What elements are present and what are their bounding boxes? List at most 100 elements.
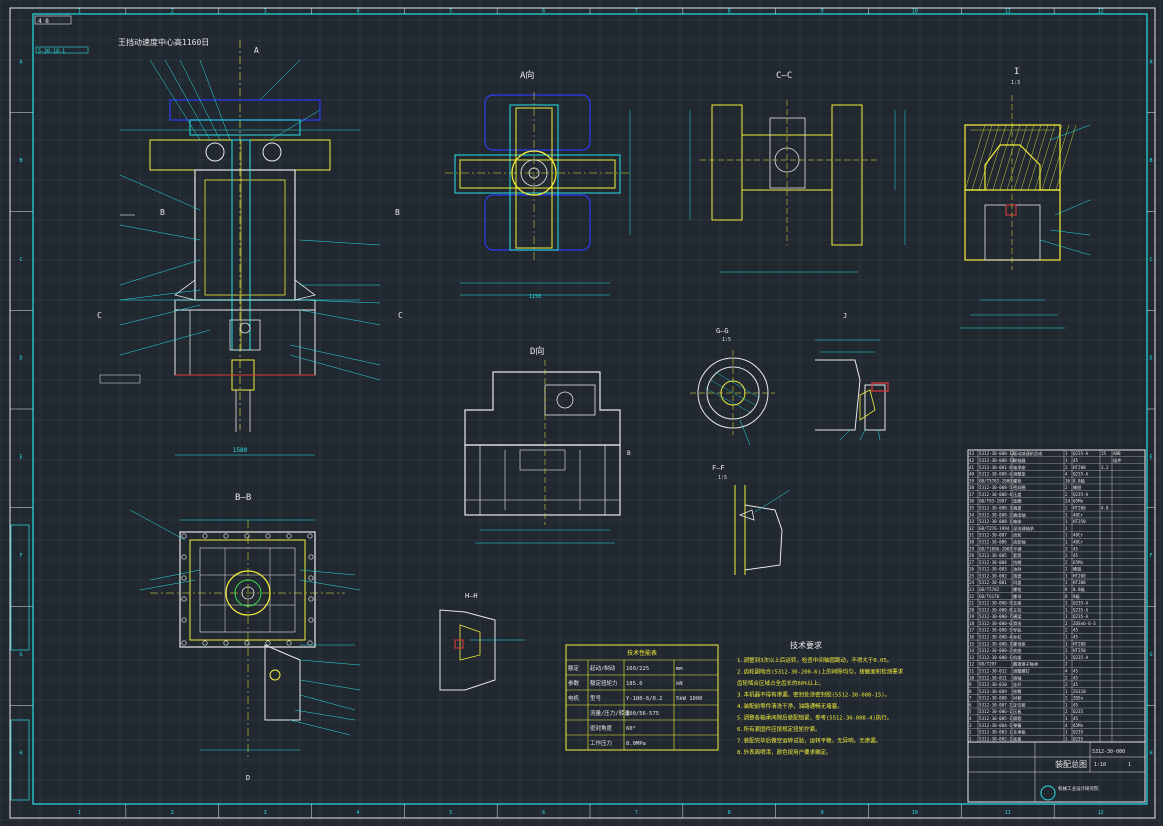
svg-text:D: D: [246, 774, 250, 782]
bom-cell: 1: [1065, 519, 1068, 524]
bom-cell: 5312-30-007-1: [979, 702, 1012, 707]
bom-cell: 2: [1065, 621, 1068, 626]
company-logo-icon: [1040, 785, 1056, 801]
bom-cell: 22: [969, 594, 975, 599]
bom-cell: 8: [969, 689, 972, 694]
bom-cell: 1: [1065, 716, 1068, 721]
bom-cell: 16: [969, 635, 975, 640]
bom-cell: 1: [1065, 641, 1068, 646]
bom-cell: 41: [969, 465, 975, 470]
zone-letter-right: B: [1149, 158, 1152, 164]
bom-cell: Q235: [1073, 736, 1084, 741]
bom-cell: 2: [1065, 485, 1068, 490]
bom-cell: 45: [1073, 716, 1079, 721]
left-side-strip: [10, 524, 30, 651]
zone-number-bottom: 2: [171, 810, 174, 816]
bom-cell: 29: [969, 546, 975, 551]
bom-cell: 32: [969, 526, 975, 531]
params-table-cell: 额定: [568, 664, 580, 672]
zone-number-top: 4: [356, 9, 359, 15]
i-detail-view: I 1:3: [960, 67, 1091, 329]
bom-cell: 1: [1065, 648, 1068, 653]
bom-cell: ZQSn6-6-3: [1073, 621, 1096, 626]
bom-cell: 5312-30-006-1: [979, 709, 1012, 714]
bom-cell: 1: [1065, 539, 1068, 544]
bom-cell: 连杆: [1013, 681, 1022, 688]
bom-cell: 3: [969, 723, 972, 728]
bom-cell: 调整垫: [1013, 471, 1026, 478]
zone-number-top: 6: [542, 9, 545, 15]
bom-cell: 33: [969, 519, 975, 524]
a-view-label: A向: [520, 69, 534, 81]
bom-cell: 65Mn: [1073, 723, 1084, 728]
bom-cell: 40Cr: [1073, 512, 1084, 517]
svg-text:1150: 1150: [529, 294, 541, 300]
i-detail-scale: 1:3: [1011, 80, 1020, 86]
bom-cell: 7: [969, 696, 972, 701]
svg-text:C: C: [97, 311, 102, 320]
bom-cell: 45: [1073, 635, 1079, 640]
bom-cell: 螺栓: [1013, 586, 1022, 593]
bom-cell: Q235-A: [1073, 472, 1089, 477]
bom-cell: 丝杠: [1013, 634, 1021, 641]
bom-cell: 5312-30-000-5: [979, 628, 1012, 633]
bom-cell: 5312-30-000-7: [979, 614, 1012, 619]
bom-cell: 21: [969, 601, 975, 606]
bom-cell: 45: [1073, 668, 1079, 673]
outer-border: [9, 7, 1156, 819]
bom-cell: 15: [969, 641, 975, 646]
bom-cell: ZQSn: [1073, 696, 1084, 701]
svg-text:B: B: [160, 208, 165, 217]
bom-cell: 底座: [1013, 647, 1021, 654]
bom-cell: 10: [969, 675, 975, 680]
bom-cell: Q235-A: [1073, 614, 1089, 619]
bom-cell: 37: [969, 492, 975, 497]
f-section-label: F—F: [712, 464, 725, 472]
bom-cell: GB/T5783-2000: [979, 478, 1012, 483]
bom-cell: 1: [1065, 655, 1068, 660]
params-table-cell: mm: [676, 666, 683, 672]
bom-cell: 1: [1065, 533, 1068, 538]
f-section-scale: 1:5: [718, 475, 727, 481]
bom-cell: 1: [1065, 635, 1068, 640]
bom-cell: Q235-A: [1073, 451, 1089, 456]
zone-letter-right: A: [1149, 59, 1152, 65]
tech-req-item: 1.调整到3次以上后运转，检查中间轴圆跳动，不得大于0.05。: [737, 656, 892, 664]
bom-cell: 25: [969, 573, 975, 578]
bom-cell: 5312-30-008-11: [979, 458, 1015, 463]
svg-text:1580: 1580: [233, 447, 248, 454]
bom-cell: HT200: [1073, 580, 1086, 585]
bom-cell: 密封圈: [1013, 484, 1026, 491]
bom-cell: 1: [1065, 736, 1068, 741]
bom-cell: 5312-30-004: [979, 560, 1007, 565]
bom-cell: 45: [1073, 702, 1079, 707]
b-section-label: B—B: [235, 493, 251, 503]
zone-letter-right: C: [1149, 257, 1152, 263]
params-table-cell: 电机: [568, 694, 580, 702]
bom-cell: 齿轮轴: [1013, 538, 1026, 545]
g-section-label: G—G: [716, 327, 729, 335]
bom-cell: 39: [969, 478, 975, 483]
bom-cell: 箱体: [1013, 518, 1022, 525]
bom-cell: GB/T5782: [979, 587, 1000, 592]
b-b-section: B—B D: [129, 493, 361, 782]
zone-number-top: 8: [728, 9, 731, 15]
bom-cell: HT200: [1073, 641, 1086, 646]
bom-cell: HT200: [1073, 573, 1086, 578]
bom-cell: 45: [1073, 682, 1079, 687]
tech-req-item: 齿轮啮合区域占全齿长的60%以上。: [737, 679, 824, 687]
bom-cell: 5312-30-005: [979, 553, 1007, 558]
bom-cell: 38: [969, 485, 975, 490]
bom-cell: 5312-30-008-3: [979, 506, 1012, 511]
zone-letter-left: G: [19, 652, 22, 658]
zone-number-top: 2: [171, 9, 174, 15]
bom-cell: 5312-30-000-1: [979, 655, 1012, 660]
bom-cell: 5312-30-000-3: [979, 641, 1012, 646]
bom-cell: 35: [969, 506, 975, 511]
bom-cell: 5312-30-005-1: [979, 716, 1012, 721]
bom-cell: ZG310: [1073, 689, 1086, 694]
bom-cell: 3.2: [1101, 465, 1109, 470]
